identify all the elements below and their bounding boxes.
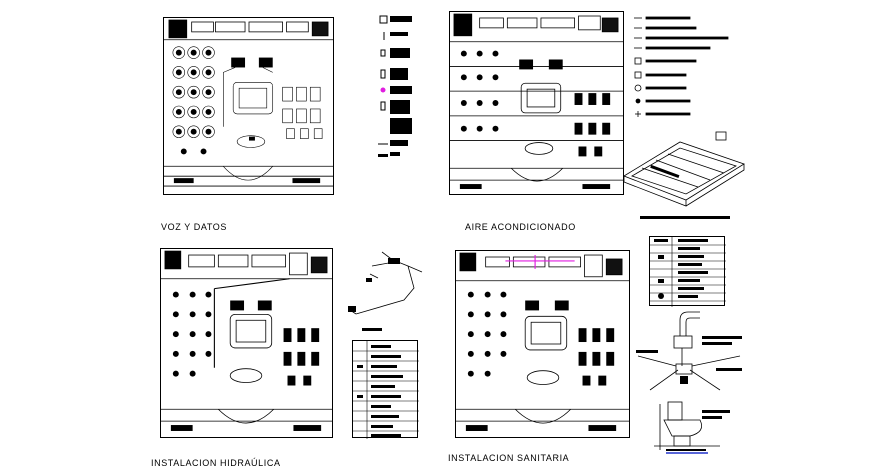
plan-drawing [450,13,623,190]
caption-hidraulica: INSTALACION HIDRAÚLICA [151,458,281,468]
legend-rows [650,237,726,307]
isometric-drawing [623,131,745,219]
floor-plan-aire-acondicionado [449,11,624,195]
legend-aire-acondicionado [632,14,732,126]
floor-plan-voz-datos [163,17,334,195]
caption-sanitaria: INSTALACION SANITARIA [448,453,570,463]
legend-voz-datos [378,14,418,164]
legend-symbols [634,16,729,117]
legend-rows [353,341,419,439]
legend-table-sanitaria [649,236,726,307]
fitting-drawing [636,311,742,391]
pipe-fitting-detail [636,310,748,396]
plan-drawing [456,252,629,431]
toilet-section-detail [650,396,740,456]
toilet-drawing [654,401,730,454]
legend-symbols [378,15,412,157]
legend-table-hidraulica [352,340,419,439]
isometric-pipe-diagram [342,248,442,332]
floor-plan-hidraulica [160,248,333,438]
plan-drawing [164,19,333,187]
floor-plan-sanitaria [455,250,630,438]
isometric-duct-drawing [620,130,750,220]
pipe-isometric [348,251,423,331]
caption-aire-acondicionado: AIRE ACONDICIONADO [465,222,576,232]
caption-voz-datos: VOZ Y DATOS [161,222,227,232]
plan-drawing [161,250,332,431]
